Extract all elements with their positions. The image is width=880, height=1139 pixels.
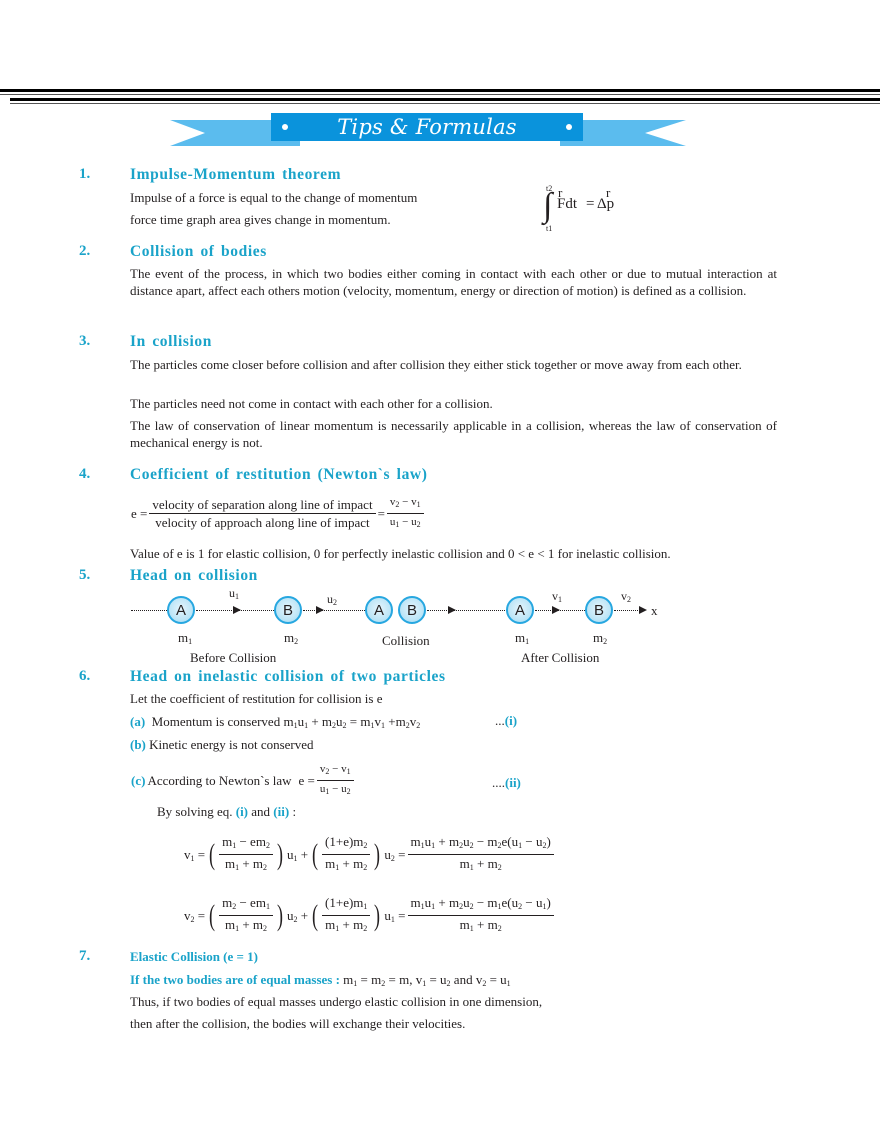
ball-b: B: [585, 596, 613, 624]
ball-a: A: [506, 596, 534, 624]
section-title: Head on collision: [130, 567, 258, 584]
section-line: force time graph area gives change in mo…: [130, 212, 391, 227]
section-title: Elastic Collision (e = 1): [130, 949, 259, 964]
restitution-formula: e = velocity of separation along line of…: [130, 495, 425, 532]
section-title: Coefficient of restitution (Newton`s law…: [130, 466, 428, 483]
ball-b: B: [274, 596, 302, 624]
section-paragraph: The particles need not come in contact w…: [130, 396, 493, 411]
item-c: (c) According to Newton`s law e = v2 − v…: [130, 762, 355, 799]
section-line: Impulse of a force is equal to the chang…: [130, 190, 418, 205]
section-number: 1.: [79, 166, 91, 182]
equal-masses-line: If the two bodies are of equal masses : …: [130, 972, 511, 988]
arrow-icon: [639, 606, 647, 614]
banner-right-tail: [560, 120, 686, 146]
item-a: (a) Momentum is conserved m1u1 + m2u2 = …: [130, 714, 421, 730]
section-title: Impulse-Momentum theorem: [130, 166, 342, 183]
banner-left-tail: [170, 120, 300, 146]
ball-a: A: [365, 596, 393, 624]
bullet-icon: [282, 124, 288, 130]
section-number: 6.: [79, 668, 91, 684]
arrow-icon: [552, 606, 560, 614]
section-title: In collision: [130, 333, 212, 350]
section-title: Collision of bodies: [130, 243, 267, 260]
arrow-icon: [448, 606, 456, 614]
section-number: 2.: [79, 243, 91, 259]
ball-b: B: [398, 596, 426, 624]
item-b: (b) Kinetic energy is not conserved: [130, 737, 314, 752]
bullet-icon: [566, 124, 572, 130]
section-number: 4.: [79, 466, 91, 482]
arrow-icon: [233, 606, 241, 614]
section-paragraph: The particles come closer before collisi…: [130, 357, 742, 372]
section-paragraph: The law of conservation of linear moment…: [130, 418, 777, 450]
restitution-note: Value of e is 1 for elastic collision, 0…: [130, 546, 671, 561]
arrow-icon: [316, 606, 324, 614]
banner-ribbon: Tips & Formulas: [271, 113, 583, 141]
section-number: 5.: [79, 567, 91, 583]
ball-a: A: [167, 596, 195, 624]
banner-title: Tips & Formulas: [337, 115, 517, 139]
section-number: 3.: [79, 333, 91, 349]
solving-line: By solving eq. (i) and (ii) :: [157, 804, 297, 819]
section-number: 7.: [79, 948, 91, 964]
section-paragraph: The event of the process, in which two b…: [130, 266, 777, 298]
section-title: Head on inelastic collision of two parti…: [130, 668, 446, 685]
